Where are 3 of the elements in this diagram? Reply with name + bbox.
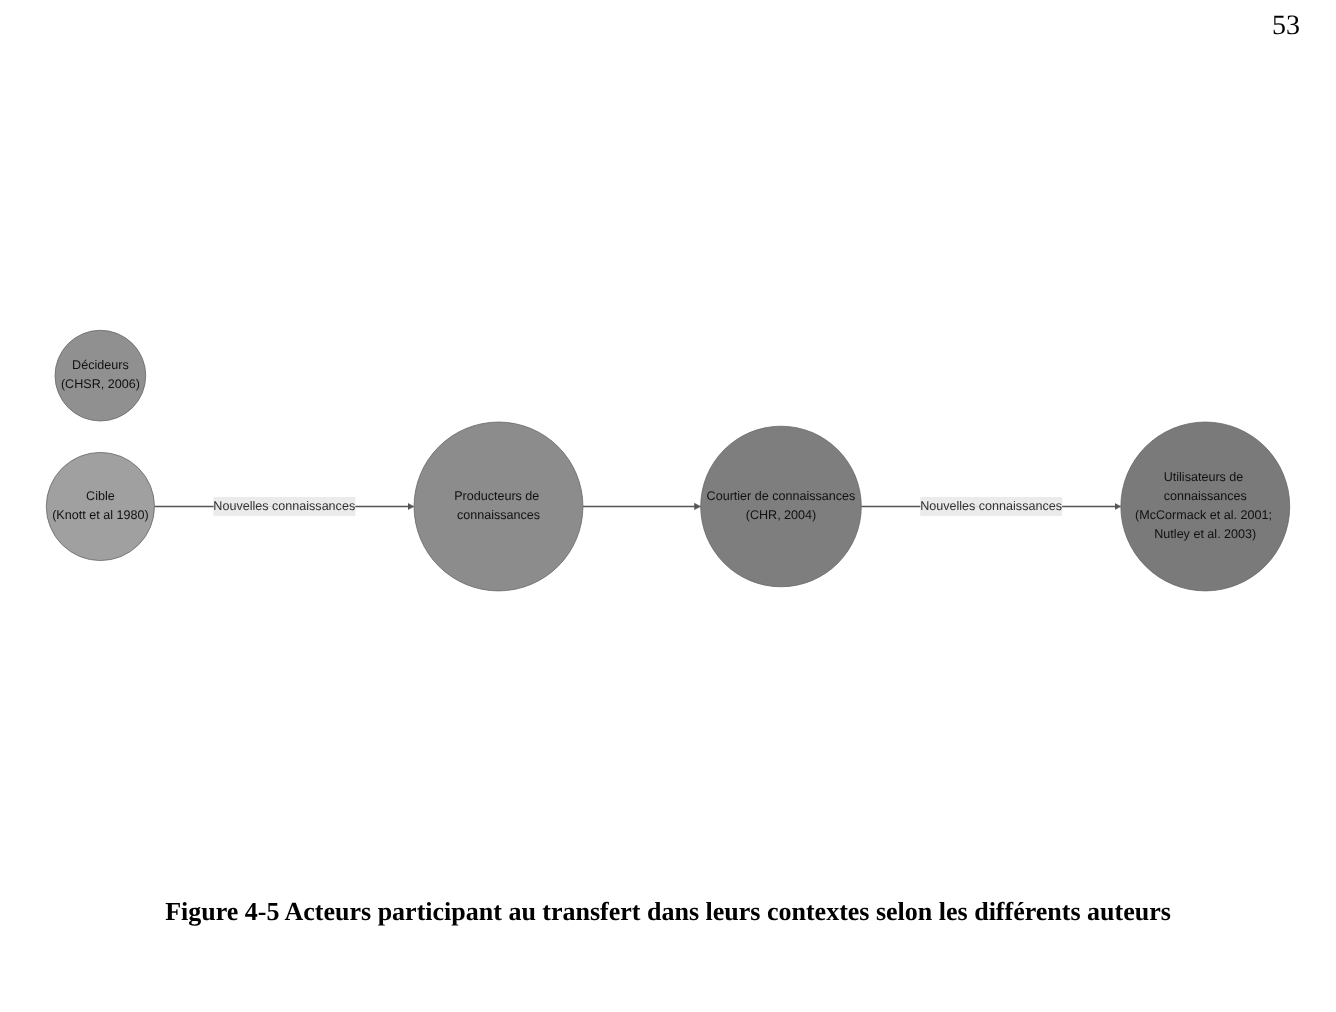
arrow [582, 502, 702, 510]
page-number: 53 [1272, 12, 1300, 44]
figure-caption: Figure 4-5 Acteurs participant au transfert dans leurs contextes selon les différents auteurs [163, 896, 1173, 928]
